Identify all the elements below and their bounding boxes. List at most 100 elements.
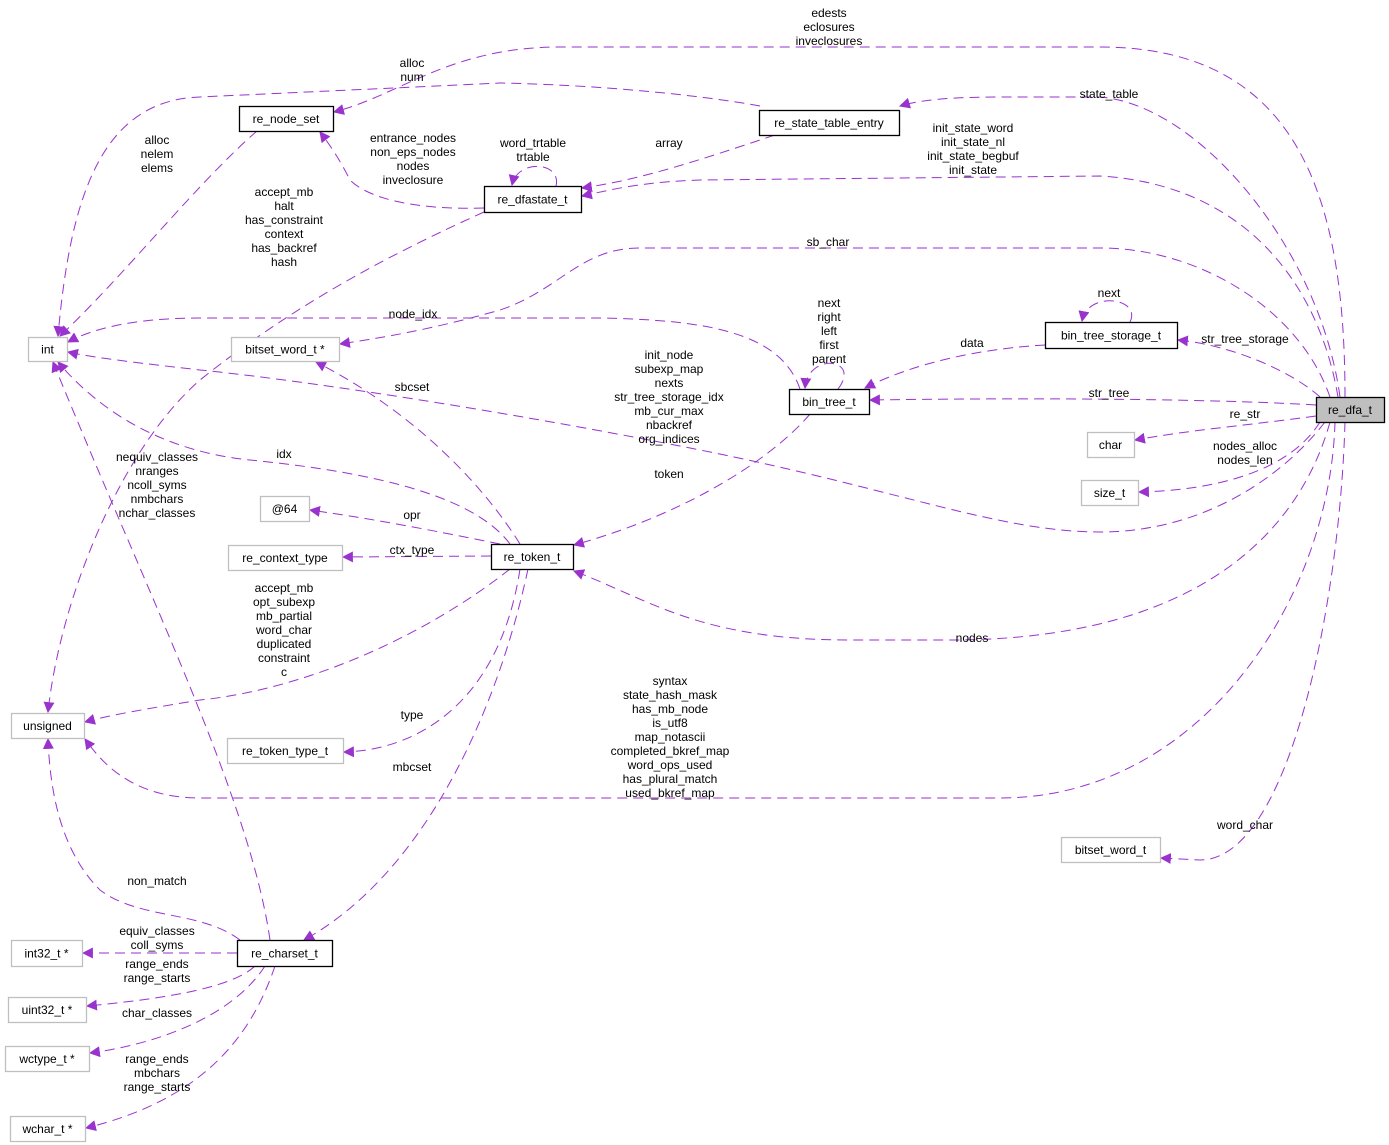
node-box	[490, 543, 575, 571]
edge-re_charset_t-to-int	[51, 360, 271, 941]
node-box	[10, 939, 84, 968]
edge-label: alloc	[400, 56, 425, 70]
node-size-t: size_t	[1080, 479, 1140, 507]
node-label: size_t	[1094, 486, 1126, 500]
edge-label: word_char	[255, 623, 312, 637]
edge-re_dfa_t-to-re_node_set	[332, 46, 1346, 398]
node-label: uint32_t *	[22, 1003, 73, 1017]
node-wchar-t-ptr: wchar_t *	[9, 1115, 87, 1143]
edge-label: mbchars	[134, 1066, 180, 1080]
node-box	[9, 1115, 87, 1143]
edge-label: halt	[274, 199, 294, 213]
edge-bin_tree_t-to-re_token_t	[572, 413, 811, 548]
node-label: bin_tree_storage_t	[1061, 329, 1162, 343]
edge-label: context	[265, 227, 304, 241]
node-label: wchar_t *	[21, 1122, 72, 1136]
node-label: bin_tree_t	[802, 395, 856, 409]
edge-label: opr	[403, 508, 420, 522]
node-label: unsigned	[23, 719, 72, 733]
edge-label: c	[281, 665, 287, 679]
node-re-token-type-t: re_token_type_t	[226, 737, 345, 765]
edge-label: token	[654, 467, 683, 481]
edge-label: nexts	[655, 376, 684, 390]
edge-label: has_plural_match	[623, 772, 718, 786]
node-unsigned: unsigned	[10, 712, 86, 740]
edge-label: word_char	[1216, 818, 1273, 832]
edge-label: equiv_classes	[119, 924, 194, 938]
edge-bin_tree_t-to-int	[67, 317, 801, 390]
edge-label: nequiv_classes	[116, 450, 198, 464]
edge-label: init_state_nl	[941, 135, 1005, 149]
edge-label: hash	[271, 255, 297, 269]
node-re-dfastate-t[interactable]: re_dfastate_t	[483, 185, 583, 214]
edge-label: nodes_len	[1217, 453, 1272, 467]
edge-re_token_t-to-re_charset_t	[303, 568, 529, 941]
node-box	[236, 939, 334, 968]
node-box	[4, 1045, 91, 1073]
edge-re_dfastate_t-to-re_node_set	[319, 131, 485, 209]
edge-bin_tree_t-to-bin_tree_t	[800, 362, 845, 390]
edge-label: ncoll_syms	[127, 478, 186, 492]
edge-re_state_table_entry-to-int	[53, 82, 761, 338]
edge-label: array	[655, 136, 682, 150]
edge-label: range_starts	[124, 971, 191, 985]
edge-label: word_trtable	[499, 136, 566, 150]
edge-label: ctx_type	[390, 543, 435, 557]
node-int32-t-ptr: int32_t *	[10, 939, 84, 968]
edge-label: data	[960, 336, 984, 350]
edge-label: edests	[811, 6, 846, 20]
edge-label: trtable	[516, 150, 550, 164]
node-label: bitset_word_t	[1075, 843, 1147, 857]
node-box	[10, 712, 86, 740]
node-bin-tree-t[interactable]: bin_tree_t	[788, 388, 871, 416]
edge-re_dfastate_t-to-re_dfastate_t	[508, 165, 557, 187]
edge-label: entrance_nodes	[370, 131, 456, 145]
edge-re_token_t-to-unsigned	[83, 568, 511, 725]
node-label: re_state_table_entry	[774, 116, 883, 130]
edge-label: init_node	[645, 348, 694, 362]
edge-label: constraint	[258, 651, 311, 665]
edge-re_dfa_t-to-bin_tree_storage_t	[1176, 335, 1321, 398]
edge-label: range_ends	[125, 957, 188, 971]
edge-label: nodes	[397, 159, 430, 173]
node-re-dfa-t[interactable]: re_dfa_t	[1315, 396, 1386, 424]
edge-label: str_tree_storage_idx	[614, 390, 723, 404]
node-box	[788, 388, 871, 416]
edge-label: state_table	[1080, 87, 1139, 101]
edge-label: accept_mb	[255, 185, 314, 199]
edge-re_dfa_t-to-int	[66, 348, 1326, 533]
edge-label: char_classes	[122, 1006, 192, 1020]
edge-label: first	[819, 338, 839, 352]
node-box	[238, 105, 335, 133]
node-label: int32_t *	[24, 947, 68, 961]
node-uint32-t-ptr: uint32_t *	[7, 996, 88, 1024]
edge-label: inveclosures	[796, 34, 863, 48]
edge-label: org_indices	[638, 432, 699, 446]
node-label: re_dfa_t	[1328, 403, 1373, 417]
node-bitset-word-t: bitset_word_t	[1060, 836, 1162, 864]
edge-label: right	[817, 310, 841, 324]
edge-re_dfa_t-to-size_t	[1137, 421, 1321, 498]
edge-label: completed_bkref_map	[611, 744, 730, 758]
edge-label: nranges	[135, 464, 178, 478]
edge-label: word_ops_used	[627, 758, 713, 772]
node-box	[27, 336, 69, 363]
edge-label: mb_cur_max	[634, 404, 703, 418]
node-re-state-table-entry[interactable]: re_state_table_entry	[758, 109, 901, 137]
node-label: re_charset_t	[251, 947, 318, 961]
node-bin-tree-storage-t[interactable]: bin_tree_storage_t	[1044, 321, 1179, 350]
edge-label: range_ends	[125, 1052, 188, 1066]
node-re-node-set[interactable]: re_node_set	[238, 105, 335, 133]
edge-label: left	[821, 324, 838, 338]
edge-label: subexp_map	[635, 362, 704, 376]
node-re-token-t[interactable]: re_token_t	[490, 543, 575, 571]
node-label: re_token_t	[504, 550, 561, 564]
edge-re_dfa_t-to-bitset_word_t_ptr	[338, 247, 1331, 398]
node-box	[1315, 396, 1386, 424]
edge-label: nchar_classes	[119, 506, 196, 520]
edge-re_state_table_entry-to-re_dfastate_t	[580, 134, 776, 193]
edge-re_dfa_t-to-re_token_t	[572, 421, 1331, 641]
edge-label: parent	[812, 352, 847, 366]
edge-label: nmbchars	[131, 492, 184, 506]
node-re-charset-t[interactable]: re_charset_t	[236, 939, 334, 968]
